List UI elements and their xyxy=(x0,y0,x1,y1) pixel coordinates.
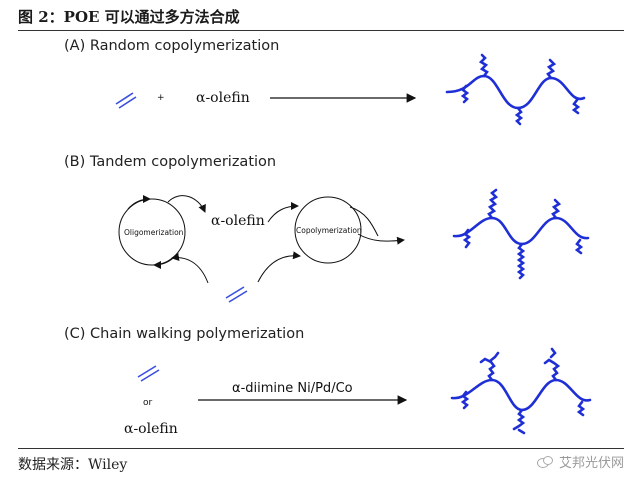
cycle-arrows xyxy=(127,195,405,284)
figure-title: 图 2：POE 可以通过多方法合成 xyxy=(18,8,240,26)
chain-walking-polymer-chain xyxy=(450,347,592,435)
plus-sign: + xyxy=(157,93,165,103)
wechat-icon xyxy=(536,455,553,468)
random-copolymer-chain xyxy=(445,53,586,126)
copolymerization-cycle xyxy=(294,196,362,264)
section-c-heading: (C) Chain walking polymerization xyxy=(64,326,304,342)
top-rule xyxy=(18,30,624,31)
section-b-heading: (B) Tandem copolymerization xyxy=(64,154,276,170)
ethylene-icon xyxy=(115,92,137,109)
section-a-reagent: α-olefin xyxy=(196,90,250,106)
ethylene-icon xyxy=(137,365,160,382)
watermark: 艾邦光伏网 xyxy=(536,452,624,471)
copolymerization-label: Copolymerization xyxy=(296,226,362,235)
or-label: or xyxy=(143,398,153,408)
bottom-rule xyxy=(18,448,624,449)
oligomerization-cycle xyxy=(118,198,186,266)
tandem-copolymer-chain xyxy=(452,188,590,280)
section-b-reagent: α-olefin xyxy=(211,213,265,229)
catalyst-label: α-diimine Ni/Pd/Co xyxy=(232,381,353,396)
watermark-text: 艾邦光伏网 xyxy=(558,456,624,471)
section-c-reagent: α-olefin xyxy=(124,421,178,437)
oligomerization-label: Oligomerization xyxy=(124,228,184,237)
source-note: 数据来源：Wiley xyxy=(18,457,128,473)
section-a-heading: (A) Random copolymerization xyxy=(64,38,279,54)
ethylene-icon xyxy=(225,286,248,303)
